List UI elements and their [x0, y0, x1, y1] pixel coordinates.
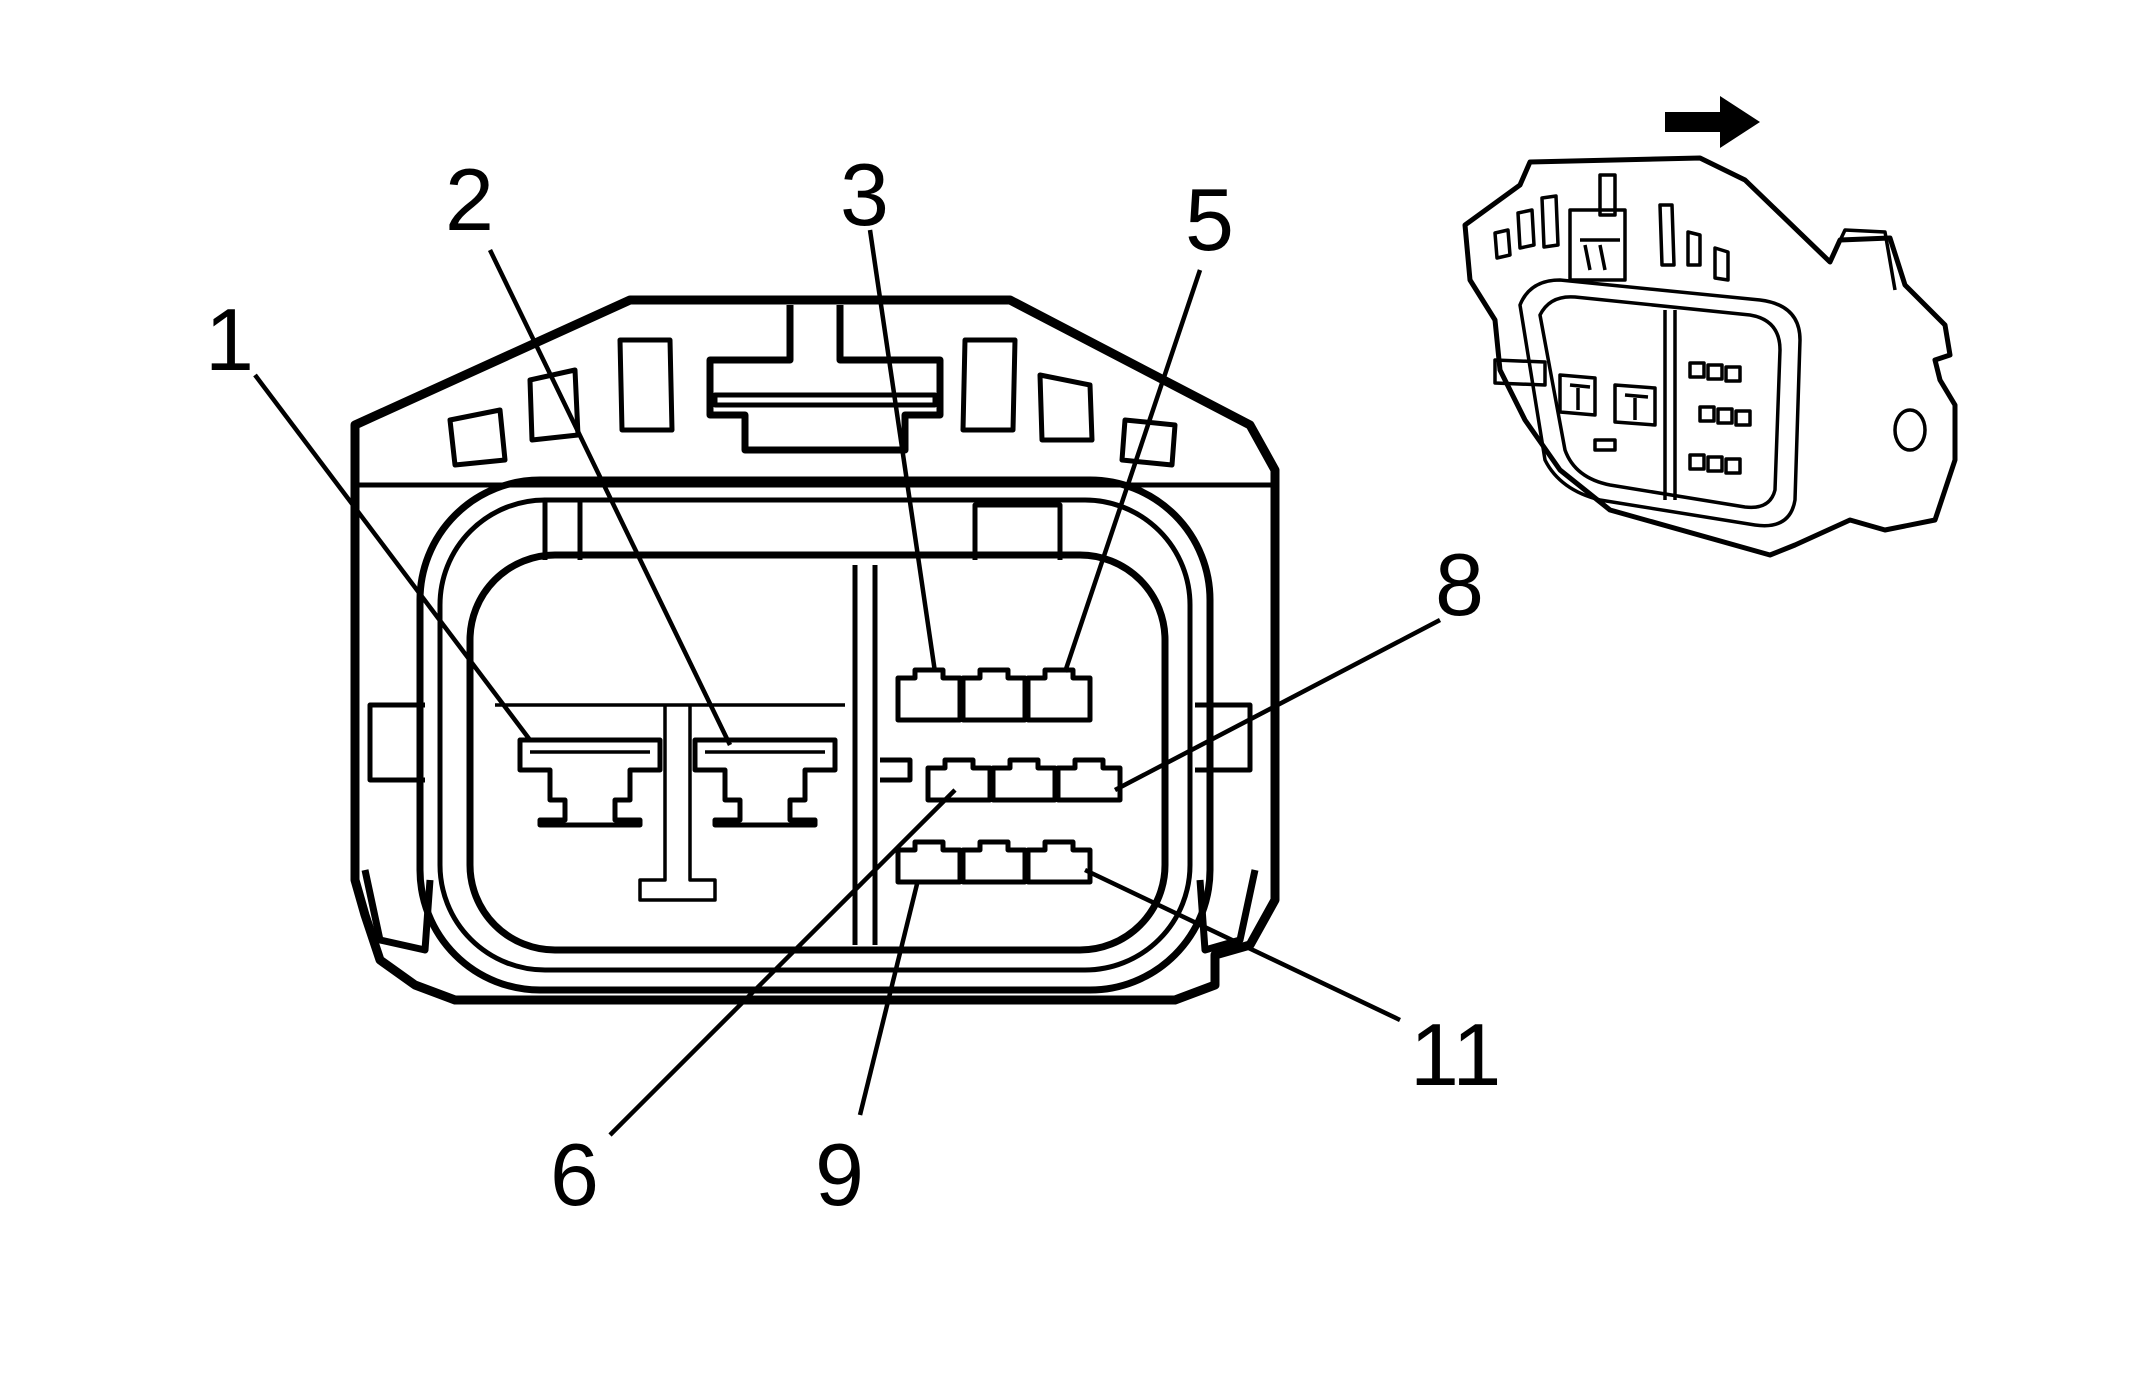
- leader-5: [1062, 269, 1203, 673]
- top-window-4: [960, 337, 1018, 433]
- top-window-6: [1119, 417, 1178, 468]
- connector-perspective-inset: [1462, 96, 1958, 558]
- signal-terminal-10: [960, 839, 1028, 885]
- leader-6: [608, 788, 957, 1137]
- callout-8: 8: [1435, 535, 1484, 634]
- leader-9: [857, 879, 921, 1116]
- leader-3: [867, 229, 938, 673]
- top-window-5: [1037, 372, 1095, 443]
- cavity-top-ledge: [542, 497, 583, 560]
- callout-2: 2: [445, 150, 494, 249]
- inset-divider: [1663, 310, 1677, 500]
- callout-1: 1: [205, 290, 254, 389]
- left-side-lug: [367, 702, 425, 783]
- power-terminal-2: [692, 737, 838, 828]
- signal-terminal-4: [960, 667, 1028, 723]
- divider-web: [880, 757, 913, 783]
- inset-side-latch: [1828, 228, 1897, 291]
- signal-terminal-5: [1025, 667, 1093, 723]
- leader-1: [253, 373, 532, 742]
- locking-tab: [706, 305, 944, 454]
- power-terminal-1: [517, 737, 663, 828]
- callout-labels: 1 2 3 5 6 8 9 11: [205, 145, 1501, 1224]
- signal-terminal-row-1: [895, 667, 1093, 723]
- inset-power-terminal-2: [1613, 383, 1657, 427]
- signal-terminal-8: [1055, 757, 1123, 803]
- inset-cavity-inner: [1538, 295, 1782, 510]
- signal-terminal-7: [990, 757, 1058, 803]
- signal-terminal-3: [895, 667, 963, 723]
- inset-signal-terminals: [1688, 361, 1752, 475]
- signal-terminal-11: [1025, 839, 1093, 885]
- callout-leader-lines: [253, 229, 1442, 1137]
- inner-cavity-wall: [466, 551, 1169, 954]
- signal-terminal-6: [925, 757, 993, 803]
- leader-8: [1113, 618, 1442, 792]
- middle-seal-ring: [437, 497, 1193, 973]
- inset-top-slots: [1493, 173, 1730, 282]
- leader-2: [487, 249, 733, 746]
- top-window-3: [617, 337, 675, 433]
- inset-housing-outline: [1462, 155, 1958, 558]
- callout-3: 3: [840, 145, 889, 244]
- inset-cavity-ring: [1518, 278, 1802, 528]
- inset-mounting-boss: [1893, 408, 1927, 452]
- inset-left-tab: [1493, 358, 1547, 387]
- signal-terminal-row-2: [925, 757, 1123, 803]
- callout-9: 9: [815, 1125, 864, 1224]
- cavity-top-ledge-right: [972, 502, 1063, 560]
- inset-stub: [1593, 438, 1617, 452]
- inset-power-terminal-1: [1558, 373, 1597, 417]
- right-side-lug: [1195, 702, 1253, 773]
- callout-11: 11: [1410, 1005, 1501, 1104]
- locking-tab-slot: [712, 392, 938, 408]
- outer-seal-ring: [416, 476, 1214, 994]
- connector-face-view: [350, 295, 1280, 1005]
- section-divider-wall: [852, 565, 878, 945]
- power-terminal-frame: [495, 703, 845, 902]
- top-window-1: [447, 407, 508, 468]
- leader-11: [1084, 867, 1401, 1023]
- right-arrow-icon: [1665, 96, 1760, 148]
- callout-5: 5: [1185, 170, 1234, 269]
- callout-6: 6: [550, 1125, 599, 1224]
